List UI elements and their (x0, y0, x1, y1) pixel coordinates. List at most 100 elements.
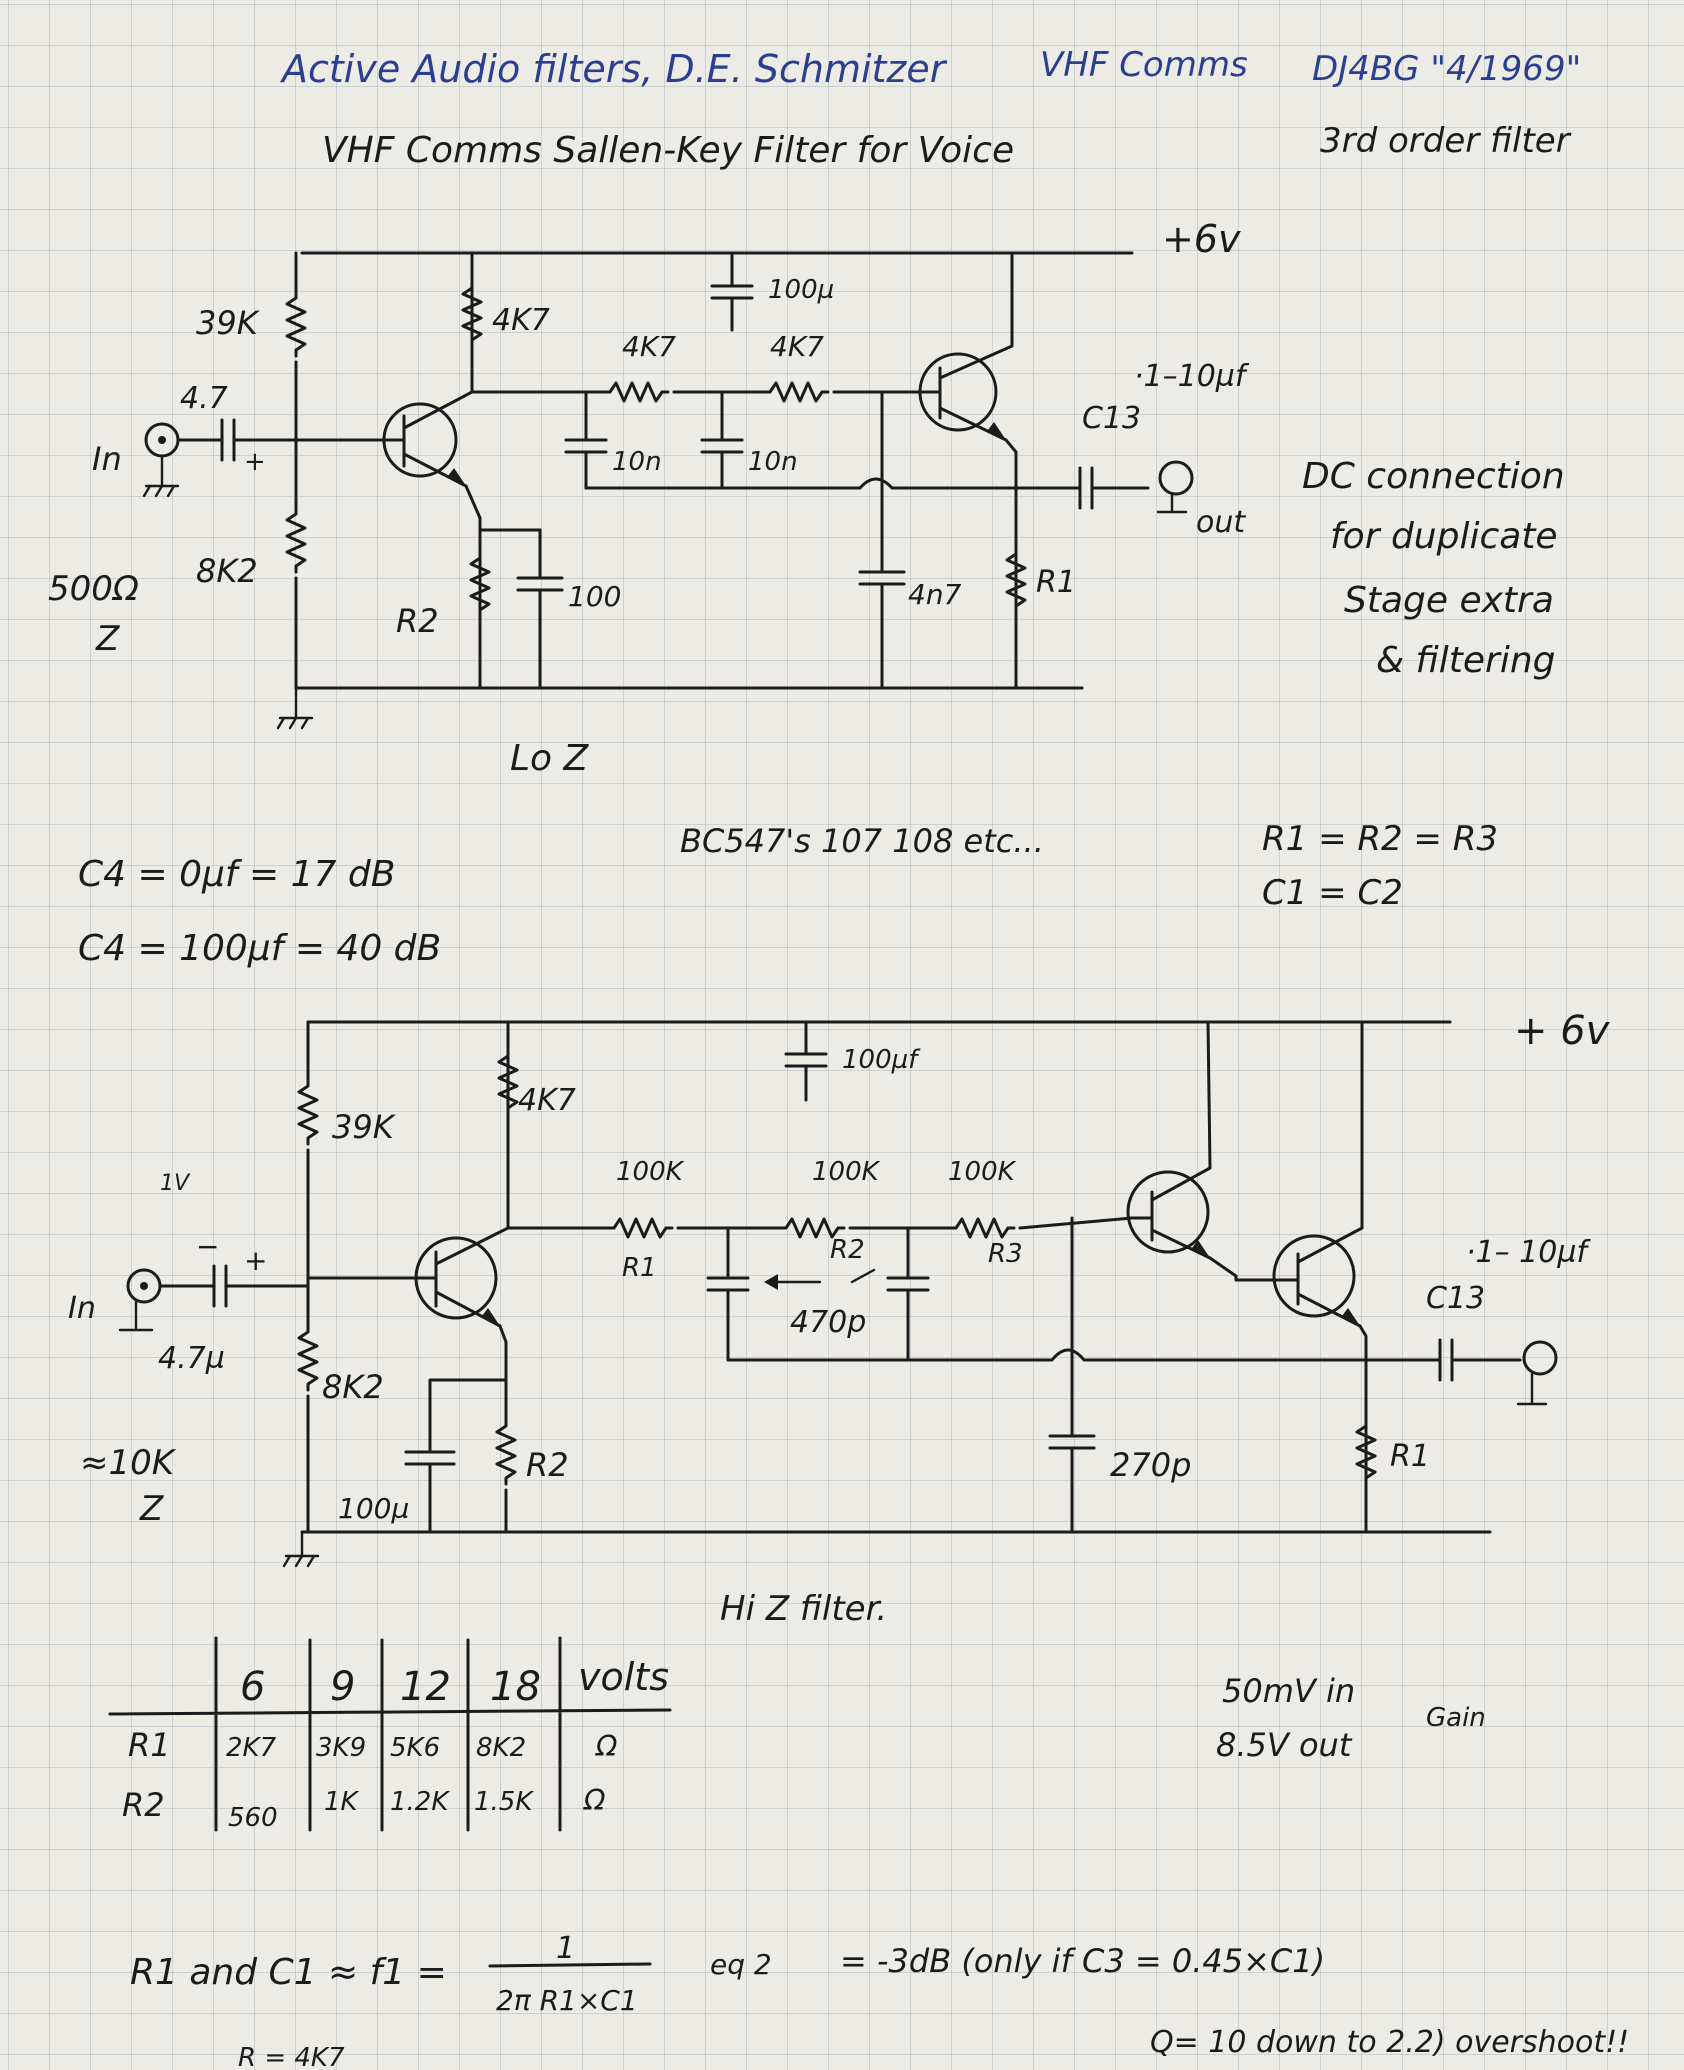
formula-numerator: 1 (556, 1931, 575, 1966)
label-c13-1: C13 (1082, 401, 1141, 436)
resistor-8k2-2 (297, 1324, 319, 1392)
impedance-z-2: Z (139, 1489, 164, 1529)
header-filter-order: 3rd order filter (1320, 121, 1572, 161)
impedance-1: 500Ω (48, 569, 139, 609)
table-cell: 3K9 (316, 1733, 366, 1763)
label-cin-2: 4.7µ (158, 1341, 225, 1376)
resistor-r2-emitter-2 (495, 1418, 517, 1486)
resistor-4k7-series2 (762, 381, 830, 403)
label-4k7-s2: 4K7 (770, 330, 824, 363)
table-unit: Ω (595, 1730, 618, 1763)
note-stage-extra: Stage extra (1344, 580, 1554, 621)
table-unit: Ω (583, 1784, 606, 1817)
gain-label: Gain (1426, 1703, 1486, 1733)
output-label-1: out (1196, 505, 1246, 540)
table-cell: 8K2 (476, 1733, 526, 1763)
transistor-q2-2-icon (1126, 1170, 1210, 1254)
label-470p: 470p (790, 1305, 866, 1340)
ground-icon (276, 686, 314, 730)
supply-label-2: + 6v (1514, 1008, 1611, 1054)
table-cell: 1.2K (390, 1787, 450, 1817)
label-r1-value: 100K (616, 1157, 685, 1187)
label-4k7-c2: 4K7 (518, 1083, 576, 1118)
label-c-emitter-2: 100µ (338, 1492, 409, 1525)
label-r3-value: 100K (948, 1157, 1017, 1187)
c4-note-b: C4 = 100µf = 40 dB (78, 928, 441, 969)
table-header-volts: volts (578, 1655, 669, 1699)
label-4n7: 4n7 (908, 578, 962, 611)
table-header-6v: 6 (240, 1664, 265, 1710)
impedance-z-1: Z (95, 619, 120, 659)
svg-text:+: + (244, 1244, 267, 1277)
resistor-8k2 (285, 506, 307, 574)
label-r2-value: 100K (812, 1157, 881, 1187)
label-r2: R2 (830, 1235, 865, 1265)
resistor-39k (285, 290, 307, 358)
label-r1-2: R1 (1390, 1439, 1430, 1474)
component-table: 6 9 12 18 volts R1 2K7 3K9 5K6 8K2 Ω R2 … (108, 1636, 672, 1833)
svg-text:+: + (244, 447, 266, 477)
circuit-2: + 6v 39K 8K2 In − + 1V 4.7µ ≈10K Z 4K7 (68, 1008, 1611, 1629)
label-100uf-2: 100µf (842, 1045, 921, 1075)
resistor-39k-2 (297, 1078, 319, 1146)
label-10n-2: 10n (748, 447, 798, 477)
formula-denominator: 2π R1×C1 (496, 1984, 638, 2017)
label-4k7-c1: 4K7 (492, 303, 550, 338)
formula-q-note: Q= 10 down to 2.2) overshoot!! (1150, 2025, 1629, 2060)
formula-rhs: = -3dB (only if C3 = 0.45×C1) (840, 1942, 1325, 1980)
formula-bottom: R = 4K7 (238, 2043, 345, 2070)
label-39k-2: 39K (332, 1108, 397, 1146)
header-title: Active Audio filters, D.E. Schmitzer (279, 47, 948, 91)
table-header-12v: 12 (400, 1664, 451, 1710)
table-header-9v: 9 (330, 1664, 355, 1710)
formula-lhs: R1 and C1 ≈ f1 = (130, 1952, 447, 1993)
output-jack-icon (1158, 460, 1194, 496)
circuit-1: +6v 39K 8K2 In 4.7 + 500Ω Z 4K7 (48, 217, 1565, 779)
formula-fraction-bar (488, 1962, 652, 1968)
table-row-label-r2: R2 (122, 1786, 165, 1824)
label-100u-1: 100µ (768, 275, 834, 305)
svg-text:−: − (196, 1230, 219, 1263)
label-c13-2: C13 (1426, 1281, 1485, 1316)
label-270p: 270p (1110, 1446, 1191, 1484)
table-row-label-r1: R1 (128, 1726, 171, 1764)
resistor-4k7-series1 (602, 381, 670, 403)
c4-note-a: C4 = 0µf = 17 dB (78, 854, 395, 895)
transistor-q3-2-icon (1272, 1234, 1356, 1318)
label-cin-1: 4.7 (180, 381, 228, 416)
note-filtering: & filtering (1376, 640, 1556, 681)
supply-label-1: +6v (1162, 217, 1241, 261)
header-callsign-date: DJ4BG "4/1969" (1312, 49, 1581, 89)
label-cin-note-2: 1V (160, 1171, 191, 1196)
label-r1-1: R1 (1036, 565, 1076, 600)
label-8k2: 8K2 (196, 552, 258, 590)
gain-input: 50mV in (1222, 1672, 1355, 1710)
header-subtitle: VHF Comms Sallen-Key Filter for Voice (322, 130, 1014, 171)
table-cell: 560 (228, 1803, 278, 1833)
transistor-q2-icon (918, 352, 998, 432)
label-c-emitter-1: 100 (568, 580, 621, 613)
table-cell: 1K (324, 1787, 360, 1817)
header-magazine: VHF Comms (1040, 45, 1248, 85)
label-39k: 39K (196, 304, 261, 342)
label-r3: R3 (988, 1239, 1023, 1269)
equality-r: R1 = R2 = R3 (1262, 819, 1498, 859)
label-r1: R1 (622, 1253, 657, 1283)
input-label-1: In (92, 440, 122, 478)
gain-output: 8.5V out (1216, 1726, 1353, 1764)
formula-eq-ref: eq 2 (710, 1948, 772, 1981)
label-r2-1: R2 (396, 602, 439, 640)
label-8k2-2: 8K2 (322, 1368, 384, 1406)
input-label-2: In (68, 1291, 96, 1326)
table-cell: 1.5K (474, 1787, 534, 1817)
impedance-2: ≈10K (80, 1443, 177, 1483)
table-cell: 5K6 (390, 1733, 440, 1763)
table-header-18v: 18 (490, 1664, 541, 1710)
label-c13-value-2: ·1– 10µf (1466, 1235, 1591, 1270)
ground-icon (282, 1530, 320, 1568)
label-c13-value-1: ·1–10µf (1134, 359, 1250, 394)
label-r2-2: R2 (526, 1446, 569, 1484)
label-10n-1: 10n (612, 447, 662, 477)
